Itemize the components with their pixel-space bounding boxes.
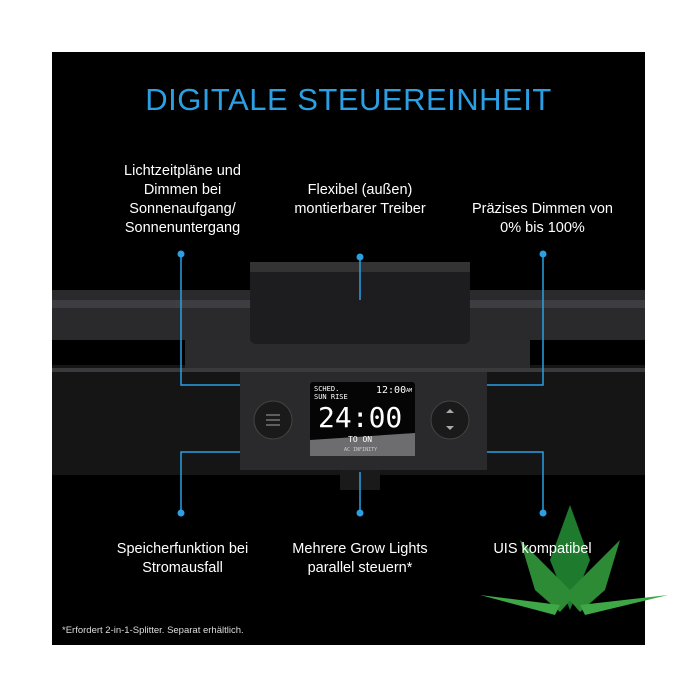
connector-lines bbox=[180, 254, 544, 513]
up-down-button bbox=[430, 400, 470, 440]
feature-schedule: Lichtzeitpläne und Dimmen bei Sonnenaufg… bbox=[124, 163, 241, 236]
lcd-mode: SCHED.SUN RISE bbox=[314, 385, 348, 401]
driver-box bbox=[250, 262, 470, 344]
feature-parallel: Mehrere Grow Lights parallel steuern* bbox=[292, 541, 428, 576]
feature-uis: UIS kompatibel bbox=[493, 541, 592, 557]
feature-dimming: Präzises Dimmen von 0% bis 100% bbox=[471, 201, 613, 236]
lcd-clock: 12:00AM bbox=[376, 385, 413, 396]
feature-memory: Speicherfunktion bei Stromausfall bbox=[116, 541, 249, 576]
feature-driver: Flexibel (außen) montierbarer Treiber bbox=[294, 182, 426, 217]
lcd-brand: AC INFINITY bbox=[344, 447, 378, 453]
lcd-time: 24:00 bbox=[318, 401, 403, 434]
page-title: DIGITALE STEUEREINHEIT bbox=[145, 82, 552, 117]
cannabis-logo bbox=[480, 505, 668, 615]
lcd-status: TO ON bbox=[348, 435, 373, 444]
footnote: *Erfordert 2-in-1-Splitter. Separat erhä… bbox=[62, 625, 244, 636]
